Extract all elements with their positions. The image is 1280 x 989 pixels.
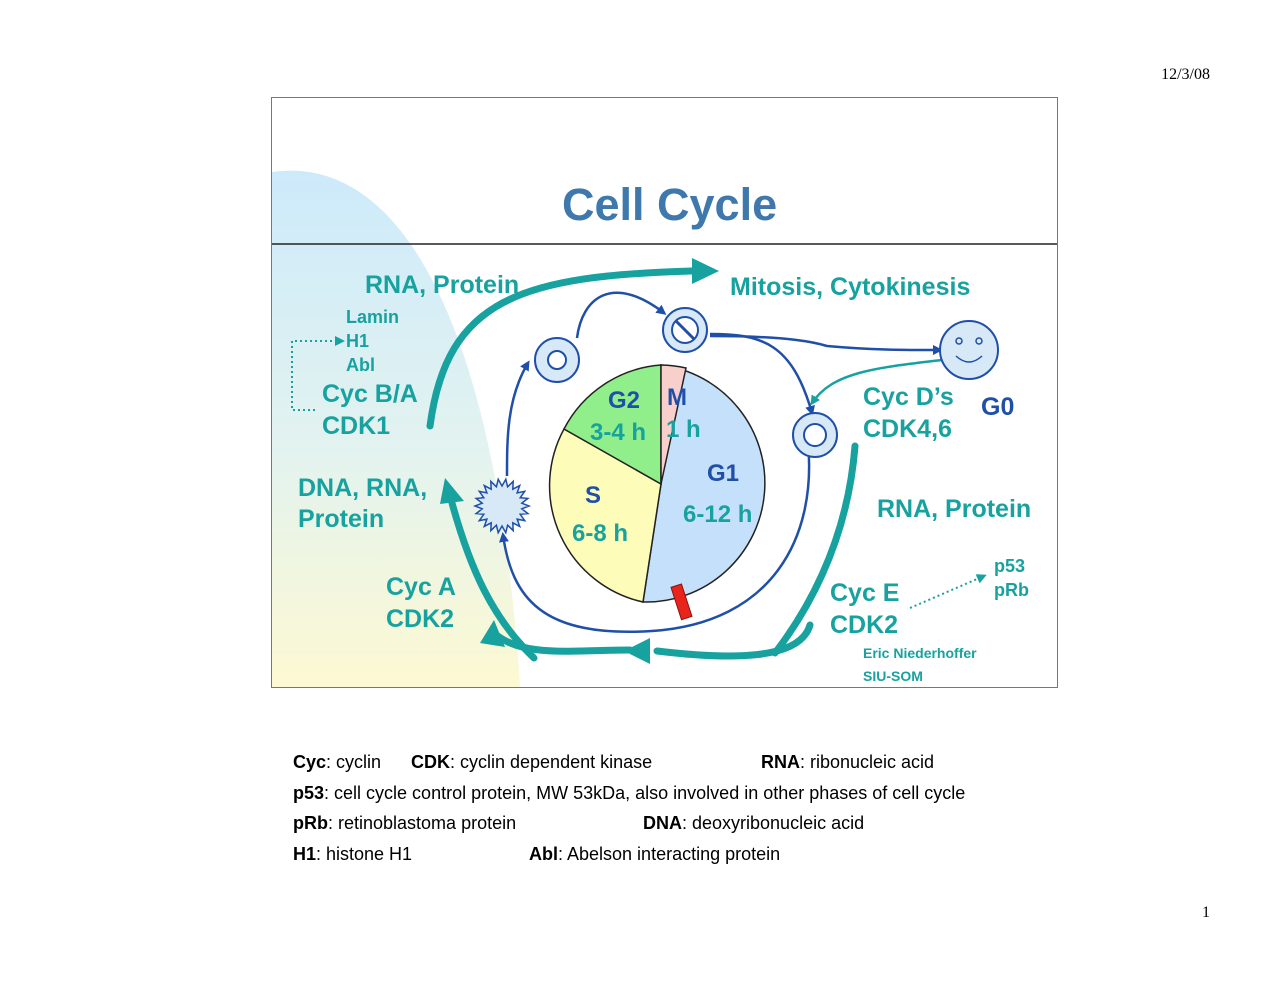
g0-return-arrow xyxy=(810,358,943,406)
legend-entry: p53: cell cycle control protein, MW 53kD… xyxy=(293,783,965,804)
cdk46-label: CDK4,6 xyxy=(863,415,952,443)
phase-s-duration: 6-8 h xyxy=(572,520,629,547)
dna-rna-label: DNA, RNA, xyxy=(298,474,428,502)
author-label: Eric Niederhoffer xyxy=(863,645,977,661)
cdk1-targets-connector xyxy=(291,336,345,411)
prb-label: pRb xyxy=(994,580,1029,600)
legend-term: DNA xyxy=(643,813,682,833)
legend-definition: : retinoblastoma protein xyxy=(328,813,517,833)
slide-title: Cell Cycle xyxy=(562,179,778,230)
legend-definition: : ribonucleic acid xyxy=(800,752,935,772)
header-date: 12/3/08 xyxy=(1161,66,1210,83)
cell-icon-g1 xyxy=(792,412,838,458)
rna-protein-top-label: RNA, Protein xyxy=(365,271,520,299)
navy-arrows xyxy=(499,291,943,634)
mitotic-cell-icon xyxy=(662,307,708,353)
cyc-a-label: Cyc A xyxy=(386,573,456,601)
legend-definition: : deoxyribonucleic acid xyxy=(682,813,865,833)
cyc-ds-label: Cyc D’s xyxy=(863,383,954,411)
cdk2-e-label: CDK2 xyxy=(830,611,899,639)
phase-m-slice xyxy=(660,364,687,485)
page-number: 1 xyxy=(1202,904,1210,921)
legend-entry: pRb: retinoblastoma protein xyxy=(293,813,516,834)
legend-entry: Cyc: cyclin xyxy=(293,752,381,773)
cdk1-targets: Lamin H1 Abl xyxy=(346,305,399,377)
phase-m-label: M xyxy=(667,384,687,411)
cdk2-a-label: CDK2 xyxy=(386,605,455,633)
legend-definition: : Abelson interacting protein xyxy=(558,843,781,864)
affiliation-label: SIU-SOM xyxy=(863,668,923,684)
legend-definition: : cell cycle control protein, MW 53kDa, … xyxy=(324,782,966,803)
cell-icon-g2 xyxy=(534,337,580,383)
background-gradient-shape xyxy=(272,170,520,687)
legend-term: RNA xyxy=(761,752,800,772)
phase-s-slice xyxy=(548,427,662,603)
legend-definition: : cyclin dependent kinase xyxy=(450,752,653,772)
phase-g1-duration: 6-12 h xyxy=(683,501,753,528)
legend-term: p53 xyxy=(293,782,325,803)
cyc-ba-label: Cyc B/A xyxy=(322,380,418,408)
legend-entry: Abl: Abelson interacting protein xyxy=(529,844,780,865)
g0-smiley-cell-icon xyxy=(939,320,999,380)
legend-definition: : histone H1 xyxy=(316,843,413,864)
dna-synthesis-starburst-icon xyxy=(472,477,532,535)
phase-g2-slice xyxy=(563,364,662,486)
phase-g2-label: G2 xyxy=(608,387,641,414)
cyc-e-label: Cyc E xyxy=(830,579,900,607)
legend-term: CDK xyxy=(411,752,450,772)
phase-g2-duration: 3-4 h xyxy=(590,419,647,446)
phase-g1-label: G1 xyxy=(707,460,740,487)
cycle-arrows xyxy=(426,267,859,662)
h1-label: H1 xyxy=(346,331,370,351)
phase-pie xyxy=(548,364,766,603)
cdk2-targets-connector xyxy=(909,574,987,609)
cell-cycle-slide: Cell Cycle G2 3-4 h M 1 h G1 6-12 h S 6-… xyxy=(271,97,1058,688)
lamin-label: Lamin xyxy=(346,307,400,327)
rna-protein-right-label: RNA, Protein xyxy=(877,495,1032,523)
legend-definition: : cyclin xyxy=(326,752,382,772)
legend-entry: RNA: ribonucleic acid xyxy=(761,752,934,773)
p53-label: p53 xyxy=(994,556,1026,576)
legend-term: Abl xyxy=(529,843,558,864)
g0-label: G0 xyxy=(981,393,1015,421)
cdk2-targets: p53 pRb xyxy=(994,554,1029,602)
mitosis-label: Mitosis, Cytokinesis xyxy=(730,273,971,301)
phase-s-label: S xyxy=(585,482,602,509)
legend-entry: H1: histone H1 xyxy=(293,844,412,865)
protein-label: Protein xyxy=(298,505,385,533)
legend-entry: CDK: cyclin dependent kinase xyxy=(411,752,652,773)
restriction-point-marker xyxy=(670,583,693,621)
abl-label: Abl xyxy=(346,355,375,375)
legend-term: pRb xyxy=(293,813,328,833)
diagram-graphics xyxy=(272,170,1057,687)
cdk1-label: CDK1 xyxy=(322,412,391,440)
legend-entry: DNA: deoxyribonucleic acid xyxy=(643,813,864,834)
cycle-arrowheads xyxy=(440,258,719,664)
legend-term: H1 xyxy=(293,843,317,864)
legend-term: Cyc xyxy=(293,752,327,772)
phase-m-duration: 1 h xyxy=(666,416,701,443)
